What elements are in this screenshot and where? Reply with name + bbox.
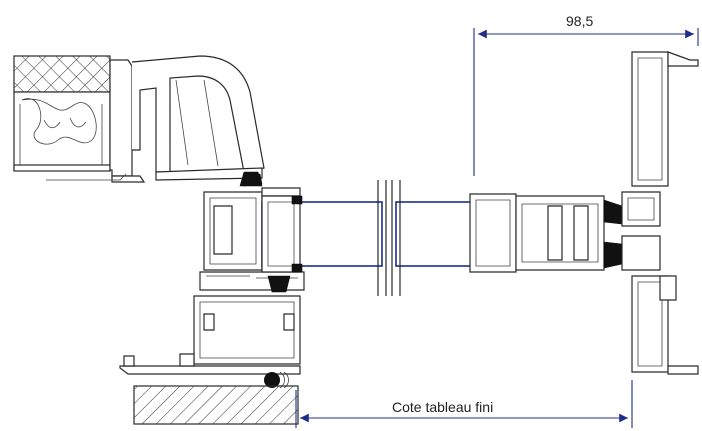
dimension-bottom-label: Cote tableau fini	[392, 399, 493, 415]
dimension-top	[473, 28, 699, 176]
sash-profile-right	[469, 191, 661, 273]
glazing-bead-left	[261, 195, 303, 273]
lintel-insulation-block	[13, 55, 111, 172]
dimension-bottom	[295, 380, 633, 428]
window-frame-left	[199, 173, 305, 293]
sill-profile	[119, 295, 301, 389]
dimension-top-label: 98,5	[566, 13, 593, 29]
wall-frame-right	[631, 51, 699, 375]
masonry-sill	[133, 385, 299, 425]
